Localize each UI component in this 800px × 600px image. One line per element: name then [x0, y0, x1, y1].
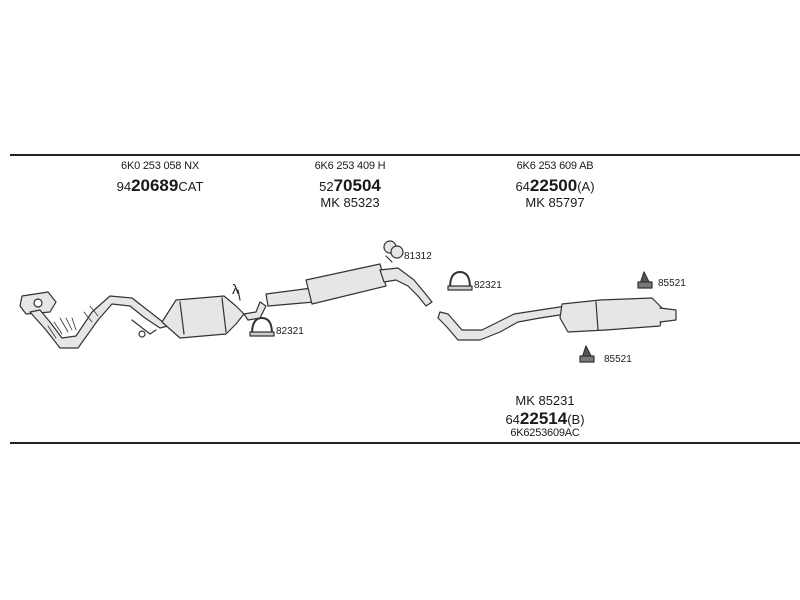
- group-2-part-number: 5270504: [290, 176, 410, 196]
- group-1-part-number: 9420689CAT: [85, 176, 235, 196]
- part-number-prefix: 64: [505, 412, 520, 427]
- clamp-2: [447, 271, 473, 291]
- rear-muffler: [437, 297, 677, 341]
- hanger-3: [579, 345, 595, 363]
- hanger-label-1: 81312: [404, 251, 432, 262]
- clamp-1: [249, 317, 275, 337]
- group-3-mk-kit: MK 85797: [525, 195, 585, 210]
- hanger-2: [637, 271, 653, 289]
- front-muffler: [265, 263, 433, 307]
- clamp-label-2: 82321: [474, 280, 502, 291]
- group-3-code: 6K6 253 609 AB: [516, 160, 594, 172]
- part-number-prefix: 94: [116, 179, 132, 194]
- lambda-sensor-label: λ: [232, 281, 239, 297]
- clamp-label-1: 82321: [276, 326, 304, 337]
- top-divider: [10, 154, 800, 156]
- part-number-suffix: (B): [567, 412, 585, 427]
- group-4-part-number: 6422514(B): [480, 409, 610, 429]
- catalytic-converter: [161, 289, 267, 339]
- hanger-1: [383, 240, 404, 263]
- hanger-label-3: 85521: [604, 354, 632, 365]
- group-2-mk-kit: MK 85323: [320, 195, 380, 210]
- part-number-main: 22500: [529, 176, 578, 195]
- part-number-main: 70504: [333, 176, 381, 195]
- part-number-suffix: (A): [577, 179, 595, 194]
- part-number-main: 22514: [519, 409, 568, 428]
- hanger-label-2: 85521: [658, 278, 686, 289]
- bottom-divider: [10, 442, 800, 444]
- group-1-code: 6K0 253 058 NX: [121, 160, 199, 172]
- group-4-code: 6K6253609AC: [510, 427, 580, 439]
- part-number-main: 20689: [131, 176, 179, 195]
- part-number-prefix: 52: [319, 179, 334, 194]
- group-3-part-number: 6422500(A): [490, 176, 620, 196]
- part-number-suffix: CAT: [178, 179, 204, 194]
- part-number-prefix: 64: [515, 179, 530, 194]
- group-2-code: 6K6 253 409 H: [314, 160, 386, 172]
- exhaust-manifold-downpipe: [19, 291, 169, 349]
- group-4-mk-kit: MK 85231: [515, 393, 575, 408]
